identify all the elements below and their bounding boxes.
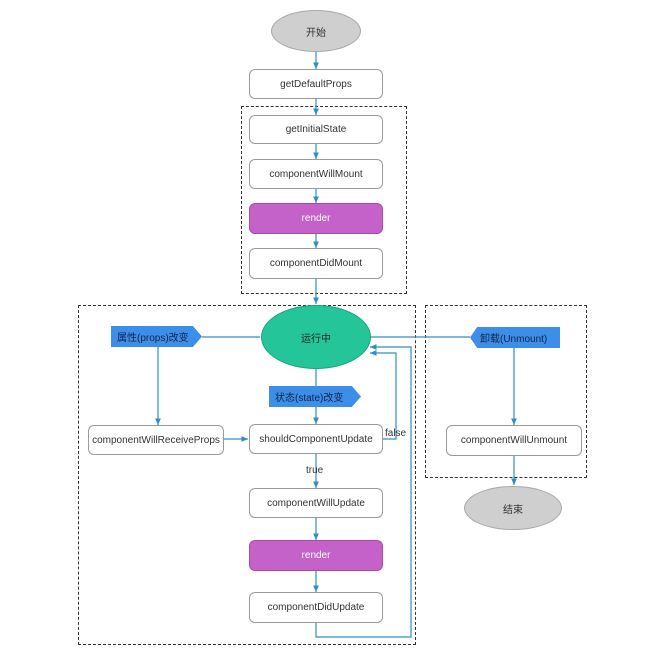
unmount-tag: 卸载(Unmount) (470, 327, 560, 348)
component-did-update-label: componentDidUpdate (267, 602, 365, 613)
component-will-unmount-label: componentWillUnmount (460, 435, 568, 446)
props-change-tag: 属性(props)改变 (111, 326, 202, 347)
state-change-label: 状态(state)改变 (275, 393, 344, 404)
component-will-update-label: componentWillUpdate (267, 497, 365, 509)
get-initial-state-node: getInitialState (249, 115, 383, 144)
true-edge-label: true (306, 465, 324, 476)
props-change-label: 属性(props)改变 (117, 333, 189, 344)
component-will-update-node: componentWillUpdate (249, 488, 383, 518)
component-did-mount-label: componentDidMount (269, 258, 363, 269)
component-will-unmount-node: componentWillUnmount (446, 425, 582, 456)
render-mount-label: render (301, 213, 331, 224)
unmount-label: 卸载(Unmount) (480, 334, 548, 345)
false-edge-label: false (385, 428, 407, 439)
component-will-receive-props-node: componentWillReceiveProps (88, 425, 224, 455)
component-did-update-node: componentDidUpdate (249, 592, 383, 623)
edge-componentdidupdate-loop (315, 344, 412, 638)
running-label: 运行中 (301, 333, 331, 345)
component-will-receive-props-label: componentWillReceiveProps (92, 434, 220, 446)
start-label: 开始 (306, 27, 326, 39)
should-component-update-label: shouldComponentUpdate (259, 433, 373, 445)
render-update-node: render (249, 540, 383, 571)
render-mount-node: render (249, 203, 383, 234)
end-node: 结束 (464, 486, 562, 530)
get-initial-state-label: getInitialState (285, 124, 347, 135)
mount-phase-frame (241, 106, 407, 294)
get-default-props-node: getDefaultProps (249, 69, 383, 99)
component-will-mount-label: componentWillMount (269, 168, 363, 180)
get-default-props-label: getDefaultProps (280, 78, 352, 90)
component-did-mount-node: componentDidMount (249, 248, 383, 279)
component-will-mount-node: componentWillMount (249, 159, 383, 189)
start-node: 开始 (271, 10, 361, 52)
should-component-update-node: shouldComponentUpdate (249, 424, 383, 454)
update-phase-frame (78, 305, 416, 645)
state-change-tag: 状态(state)改变 (269, 386, 361, 407)
edge-shouldcomponentupdate-false (370, 350, 397, 440)
unmount-phase-frame (425, 305, 587, 478)
render-update-label: render (301, 550, 331, 561)
end-label: 结束 (503, 504, 523, 516)
running-node: 运行中 (261, 305, 371, 369)
